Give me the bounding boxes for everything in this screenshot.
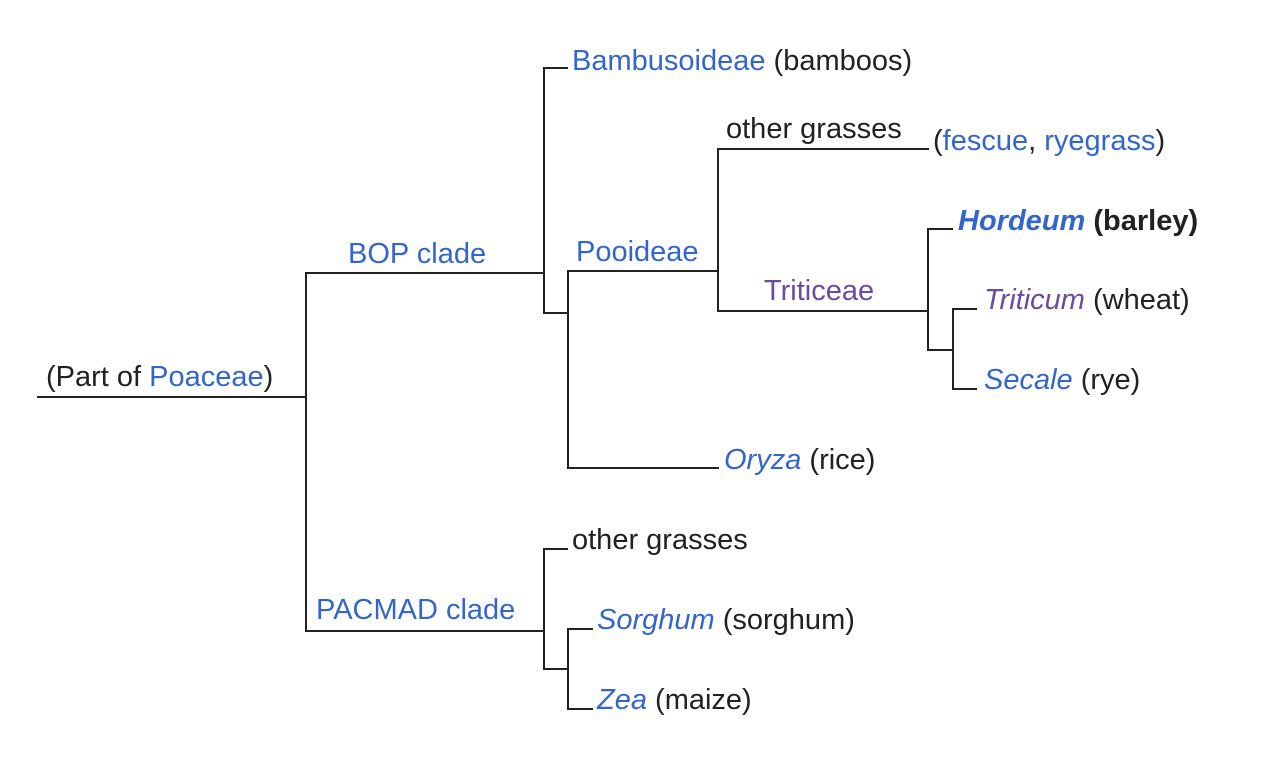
leaf-pooideae-other-grasses: other grasses <box>726 113 902 145</box>
bambusoideae-common: (bamboos) <box>773 45 913 77</box>
triticum-common: (wheat) <box>1093 284 1190 316</box>
leaf-oryza: Oryza (rice) <box>724 443 875 477</box>
leaf-secale: Secale (rye) <box>984 363 1140 397</box>
poaceae-link[interactable]: Poaceae <box>149 361 264 393</box>
root-open: (Part of <box>46 361 150 393</box>
leaf-sorghum: Sorghum (sorghum) <box>597 603 855 637</box>
examples-close: ) <box>1155 125 1166 157</box>
leaf-zea: Zea (maize) <box>597 683 752 717</box>
root-label: (Part of Poaceae) <box>46 360 273 394</box>
pooideae-label[interactable]: Pooideae <box>576 236 699 268</box>
zea-common: (maize) <box>655 684 752 716</box>
oryza-link[interactable]: Oryza <box>724 444 802 476</box>
leaf-triticum: Triticum (wheat) <box>984 283 1190 317</box>
ryegrass-link[interactable]: ryegrass <box>1044 125 1156 157</box>
leaf-hordeum: Hordeum (barley) <box>958 204 1198 238</box>
hordeum-link[interactable]: Hordeum <box>958 205 1086 237</box>
root-close: ) <box>263 361 274 393</box>
hordeum-common: (barley) <box>1093 205 1199 237</box>
examples-sep: , <box>1028 125 1045 157</box>
oryza-common: (rice) <box>809 444 876 476</box>
leaf-bambusoideae: Bambusoideae (bamboos) <box>572 44 912 78</box>
bop-clade-label[interactable]: BOP clade <box>348 238 487 270</box>
leaf-pooideae-examples: (fescue, ryegrass) <box>933 124 1165 158</box>
leaf-pacmad-other-grasses: other grasses <box>572 524 748 556</box>
secale-link[interactable]: Secale <box>984 364 1073 396</box>
pacmad-clade-label[interactable]: PACMAD clade <box>316 594 516 626</box>
triticum-link[interactable]: Triticum <box>984 284 1085 316</box>
triticeae-label[interactable]: Triticeae <box>764 275 875 307</box>
secale-common: (rye) <box>1080 364 1141 396</box>
sorghum-link[interactable]: Sorghum <box>597 604 715 636</box>
bambusoideae-link[interactable]: Bambusoideae <box>572 45 766 77</box>
zea-link[interactable]: Zea <box>597 684 647 716</box>
sorghum-common: (sorghum) <box>722 604 855 636</box>
fescue-link[interactable]: fescue <box>942 125 1029 157</box>
examples-open: ( <box>933 125 943 157</box>
